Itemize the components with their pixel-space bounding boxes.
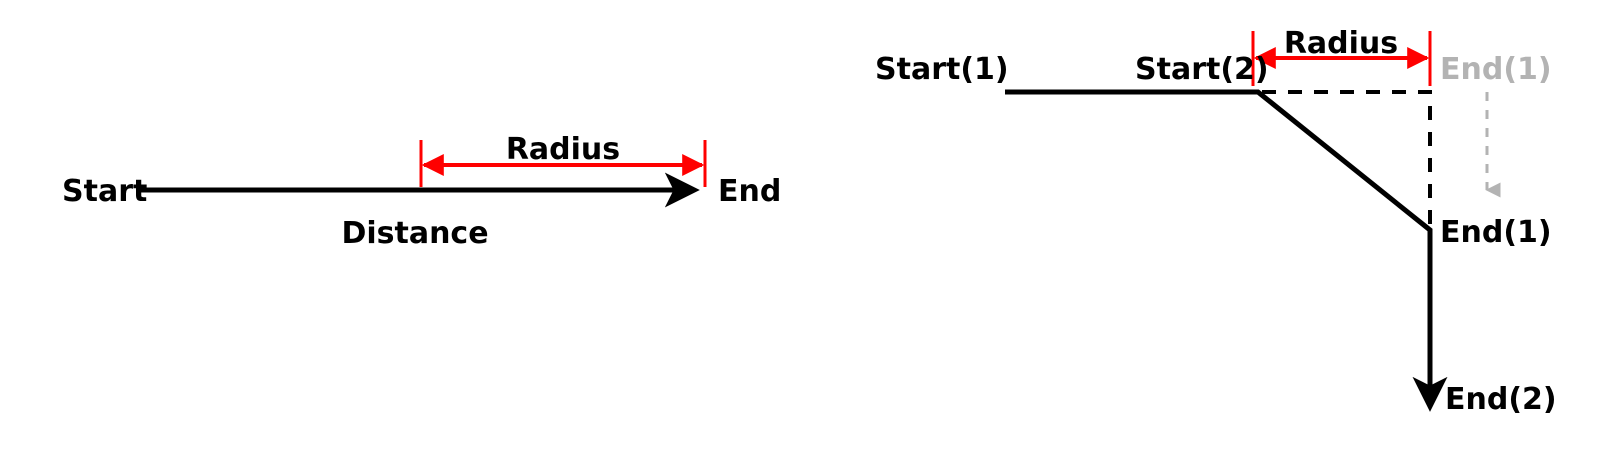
start2-label: Start(2): [1135, 52, 1269, 87]
right-panel-group: Start(1) Start(2) Radius End(1) End(1) E…: [875, 26, 1557, 417]
left-radius-label: Radius: [506, 132, 620, 167]
start1-label: Start(1): [875, 52, 1009, 87]
construction-dashed-corner: [1262, 90, 1432, 228]
chamfered-path: [1005, 89, 1448, 412]
left-distance-label: Distance: [341, 216, 488, 251]
end1-label: End(1): [1440, 215, 1552, 250]
end1-ghost-label: End(1): [1440, 52, 1552, 87]
left-panel-group: Start End Radius Distance: [62, 132, 781, 251]
left-start-label: Start: [62, 174, 147, 209]
right-radius-label: Radius: [1284, 26, 1398, 61]
end2-label: End(2): [1445, 382, 1557, 417]
left-end-label: End: [718, 174, 781, 209]
